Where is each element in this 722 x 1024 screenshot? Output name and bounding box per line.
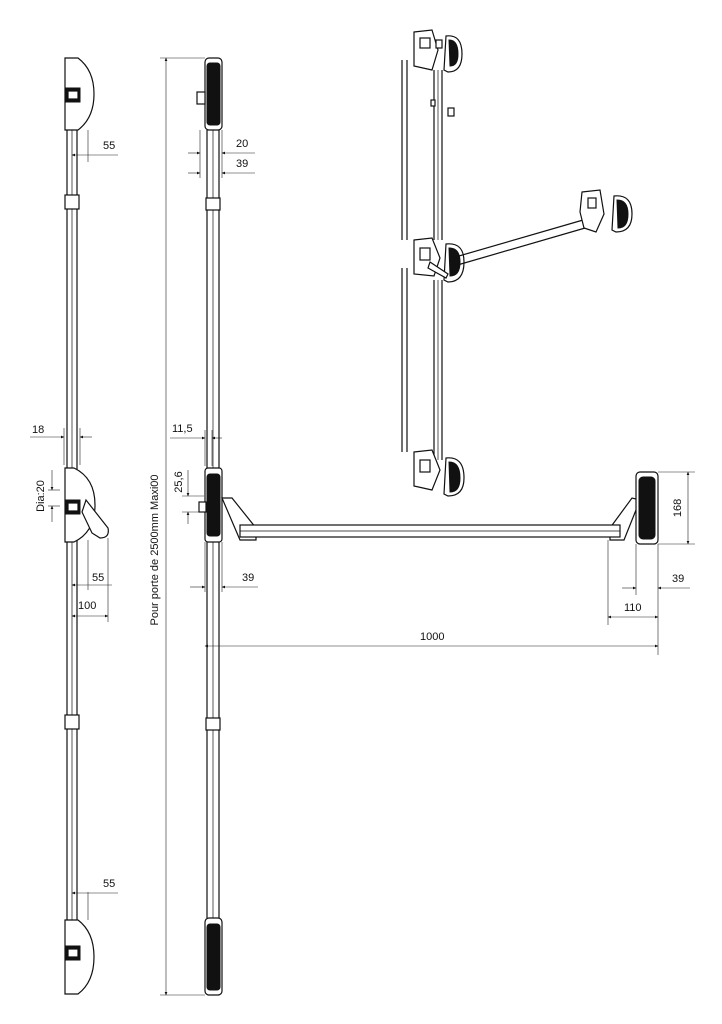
door-height-label: Pour porte de 2500mm Maxi00: [149, 474, 161, 625]
dim-left-dia: Dia:20: [35, 480, 47, 512]
dim-right-39: 39: [672, 573, 684, 585]
dim-mid-39-top: 39: [236, 158, 248, 170]
dim-mid-25-6: 25,6: [173, 471, 185, 492]
dim-mid-20: 20: [236, 138, 248, 150]
exploded-bar-end: [579, 189, 605, 233]
front-view: Pour porte de 2500mm Maxi00: [149, 57, 695, 996]
dim-bar-1000: 1000: [420, 631, 444, 643]
exploded-top-lock: [413, 29, 439, 71]
dim-mid-11-5: 11,5: [172, 423, 193, 435]
dim-left-100: 100: [78, 600, 96, 612]
dim-right-168: 168: [672, 499, 684, 517]
dim-left-top-55: 55: [103, 140, 115, 152]
dim-mid-39-bottom: 39: [242, 572, 254, 584]
left-side-view: 55 18 Dia:20 55 100 55: [30, 57, 118, 995]
exploded-view: [401, 29, 633, 497]
center-handle: [81, 498, 109, 539]
dim-right-110: 110: [624, 602, 642, 614]
dim-left-18: 18: [32, 424, 44, 436]
dim-left-55-mid: 55: [92, 572, 104, 584]
push-bar: [221, 471, 659, 545]
dim-left-bottom-55: 55: [103, 878, 115, 890]
